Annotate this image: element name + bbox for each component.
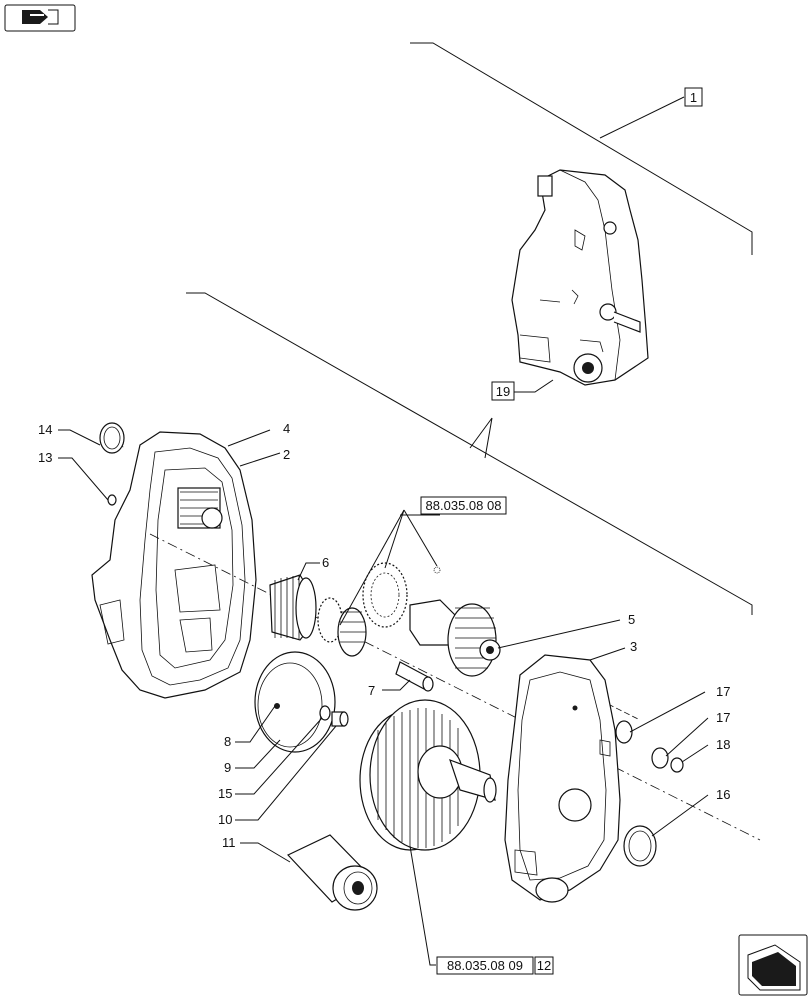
reference-88-035-08-09[interactable]: 88.035.08 09 [436, 956, 534, 975]
bearing-ring [362, 562, 441, 628]
callout-5: 5 [628, 612, 635, 627]
book-arrow-icon[interactable] [4, 4, 76, 32]
assembly-leader-lines [186, 42, 753, 615]
seal-ring-16 [623, 825, 657, 867]
callout-11: 11 [222, 835, 236, 850]
callout-8: 8 [224, 734, 231, 749]
shaft-gear-5 [409, 599, 501, 677]
pin-7 [395, 661, 434, 692]
reference-88-035-08-08[interactable]: 88.035.08 08 [420, 496, 507, 515]
assembled-gearbox-housing [511, 169, 649, 386]
callout-2: 2 [283, 447, 290, 462]
callout-10: 10 [218, 812, 232, 827]
washer-15 [319, 705, 331, 721]
callout-leaders [58, 429, 709, 966]
callout-15: 15 [218, 786, 232, 801]
o-ring-17-b [651, 747, 669, 769]
bushing-11 [287, 834, 378, 911]
large-gear-12 [359, 699, 497, 851]
housing-gear-detail [177, 487, 223, 529]
svg-text:19: 19 [496, 384, 510, 399]
bushing-10 [331, 711, 349, 727]
washer-18 [670, 757, 684, 773]
callout-17-a: 17 [716, 684, 730, 699]
right-housing-cover [504, 654, 621, 903]
o-ring-14 [99, 422, 125, 454]
callout-14: 14 [38, 422, 52, 437]
right-housing-centre-line [599, 699, 641, 721]
svg-text:12: 12 [537, 958, 551, 973]
callout-6: 6 [322, 555, 329, 570]
svg-text:1: 1 [690, 90, 697, 105]
callout-9: 9 [224, 760, 231, 775]
cover-plate-8 [254, 651, 336, 753]
callout-7: 7 [368, 683, 375, 698]
left-housing-with-gasket [91, 431, 257, 699]
callout-16: 16 [716, 787, 730, 802]
next-page-arrow-icon[interactable] [738, 934, 808, 996]
callout-13: 13 [38, 450, 52, 465]
callout-12: 12 [534, 956, 554, 975]
gear-6-assembly [269, 574, 367, 657]
o-ring-17-a [615, 720, 633, 744]
callout-18: 18 [716, 737, 730, 752]
svg-text:88.035.08 09: 88.035.08 09 [447, 958, 523, 973]
shaft-centre-line [149, 533, 761, 841]
svg-text:88.035.08 08: 88.035.08 08 [426, 498, 502, 513]
callout-1: 1 [684, 87, 703, 107]
callout-19: 19 [491, 381, 515, 401]
snap-ring-13 [107, 494, 117, 506]
callout-4: 4 [283, 421, 290, 436]
callout-3: 3 [630, 639, 637, 654]
callout-17-b: 17 [716, 710, 730, 725]
